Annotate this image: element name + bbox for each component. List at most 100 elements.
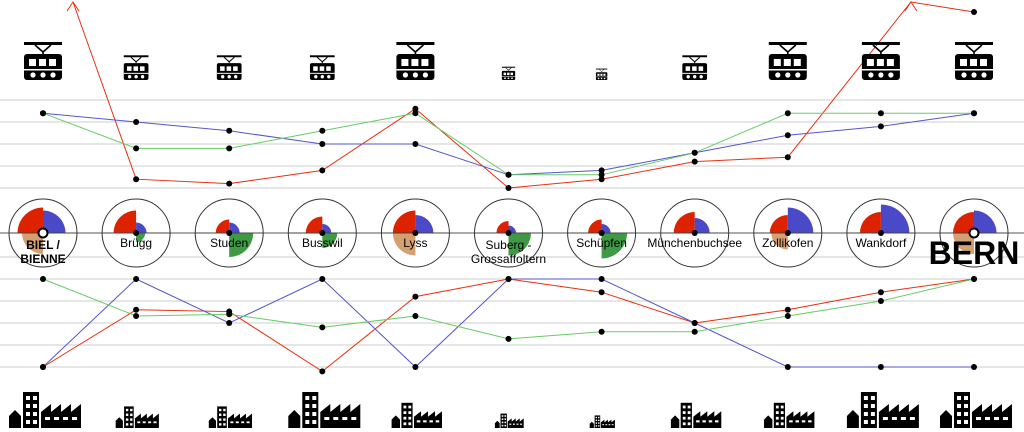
train-window — [692, 66, 697, 71]
train-pantograph — [406, 44, 424, 54]
wedge-blue — [601, 224, 611, 233]
factory-tower — [594, 415, 601, 428]
train-wire — [768, 42, 807, 45]
lower-lines — [40, 276, 977, 375]
hall-window — [608, 424, 611, 426]
station-label-line: Münchenbuchsee — [647, 236, 742, 250]
train-wheel — [402, 72, 408, 78]
hall-window — [715, 420, 719, 423]
data-point — [784, 154, 791, 161]
hall-window — [605, 424, 608, 426]
tower-window — [595, 425, 598, 427]
tower-window — [26, 420, 30, 424]
train-window — [597, 73, 600, 76]
wedge-red — [673, 212, 695, 233]
data-point — [412, 312, 419, 319]
data-point — [971, 364, 977, 370]
hall-window — [994, 417, 999, 420]
station-node: Lyss — [380, 198, 450, 268]
factory-icon — [9, 392, 81, 428]
station-label: Zollikofen — [762, 236, 813, 250]
hall-window — [909, 417, 915, 420]
train-pantograph — [599, 69, 605, 73]
station-label-line: BERN — [929, 235, 1020, 271]
train-wire — [123, 55, 149, 58]
train-pantograph — [779, 44, 797, 54]
wedge-red — [953, 212, 974, 233]
factory-tower — [500, 413, 507, 428]
train-icon — [768, 42, 807, 80]
data-point — [784, 306, 791, 313]
tower-window — [312, 412, 317, 416]
wedge-red — [769, 215, 788, 233]
tower-window — [775, 411, 779, 414]
train-wheel — [50, 72, 56, 78]
data-point — [319, 141, 326, 147]
station-node: Zollikofen — [753, 198, 823, 268]
train-wire — [955, 42, 993, 45]
data-point — [319, 368, 326, 375]
data-point — [412, 110, 419, 117]
node-center — [598, 230, 605, 236]
factory-icon — [940, 392, 1012, 428]
tower-window — [863, 404, 868, 408]
hall-window — [516, 423, 519, 425]
tower-window — [125, 413, 129, 416]
tower-window — [595, 422, 598, 424]
tower-window — [687, 422, 691, 426]
train-wheel — [511, 77, 513, 80]
train-window — [876, 59, 884, 66]
data-point — [691, 320, 698, 326]
tower-window — [33, 404, 37, 408]
factory-icon — [846, 392, 919, 428]
wedge-green — [322, 233, 338, 248]
terminus-marker — [968, 227, 980, 239]
station-label-line: Schüpfen — [576, 236, 627, 250]
wedge-red — [17, 207, 43, 233]
tower-window — [780, 416, 784, 420]
series-line-green — [42, 278, 975, 340]
data-point — [40, 364, 46, 370]
train-wheel — [971, 72, 977, 78]
data-point — [40, 276, 46, 282]
upper-lines — [40, 1, 977, 191]
tower-window — [130, 418, 133, 421]
hall-window — [808, 420, 812, 423]
tower-window — [595, 416, 598, 419]
tower-window — [780, 411, 784, 414]
data-point — [971, 110, 977, 117]
tower-window — [219, 418, 222, 421]
wedge-red — [859, 212, 881, 233]
train-wheel — [314, 75, 318, 79]
station-label: Münchenbuchsee — [647, 236, 742, 250]
tower-window — [598, 419, 600, 421]
train-stripe — [24, 69, 62, 71]
station-label-line: Grossaffoltern — [471, 252, 546, 266]
train-window — [220, 66, 225, 71]
tower-window — [501, 421, 504, 424]
hall-window — [891, 417, 897, 420]
hall-window — [789, 420, 793, 423]
hall-window — [602, 424, 605, 426]
tower-window — [403, 416, 407, 420]
hall-window — [137, 421, 141, 424]
tower-window — [780, 422, 784, 426]
station-label: Schüpfen — [576, 236, 627, 250]
tower-window — [775, 416, 779, 420]
wedge-red — [496, 221, 509, 233]
wedge-blue — [43, 210, 66, 233]
data-point — [133, 312, 140, 319]
station-label: Busswil — [302, 236, 343, 250]
factory-hall — [41, 404, 81, 428]
train-icon — [309, 55, 335, 80]
node-center — [784, 230, 791, 236]
node-center — [133, 230, 140, 236]
data-point — [971, 9, 977, 15]
train-window — [866, 59, 874, 66]
tower-window — [870, 396, 875, 400]
train-wheel — [888, 72, 894, 78]
node-center — [505, 230, 512, 236]
tower-window — [130, 423, 133, 426]
data-point — [877, 110, 884, 117]
